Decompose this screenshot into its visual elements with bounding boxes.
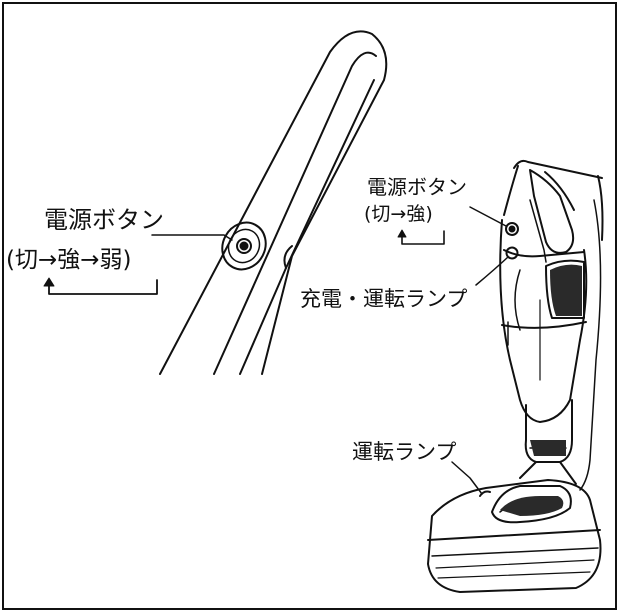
power-button-body [505, 222, 519, 236]
label-power-sequence-left: (切→強→弱) [6, 247, 132, 273]
label-run-lamp: 運転ランプ [352, 440, 457, 464]
cycle-arrow-left [48, 279, 158, 295]
label-power-button-left: 電源ボタン [44, 206, 164, 234]
leader-run-lamp [451, 461, 483, 495]
power-button-closeup [221, 221, 267, 271]
leader-charge-lamp [475, 256, 509, 286]
handle-closeup [159, 30, 388, 375]
label-power-sequence-right: (切→強) [364, 203, 433, 225]
charge-lamp-body [505, 246, 519, 260]
leader-right-power [469, 206, 507, 227]
intake-window-dark [550, 264, 582, 316]
stick-vacuum [427, 159, 604, 593]
cycle-arrow-right [401, 230, 445, 245]
label-charge-run-lamp: 充電・運転ランプ [300, 287, 468, 311]
leader-left-power [151, 234, 233, 241]
label-power-button-right: 電源ボタン [367, 175, 467, 199]
